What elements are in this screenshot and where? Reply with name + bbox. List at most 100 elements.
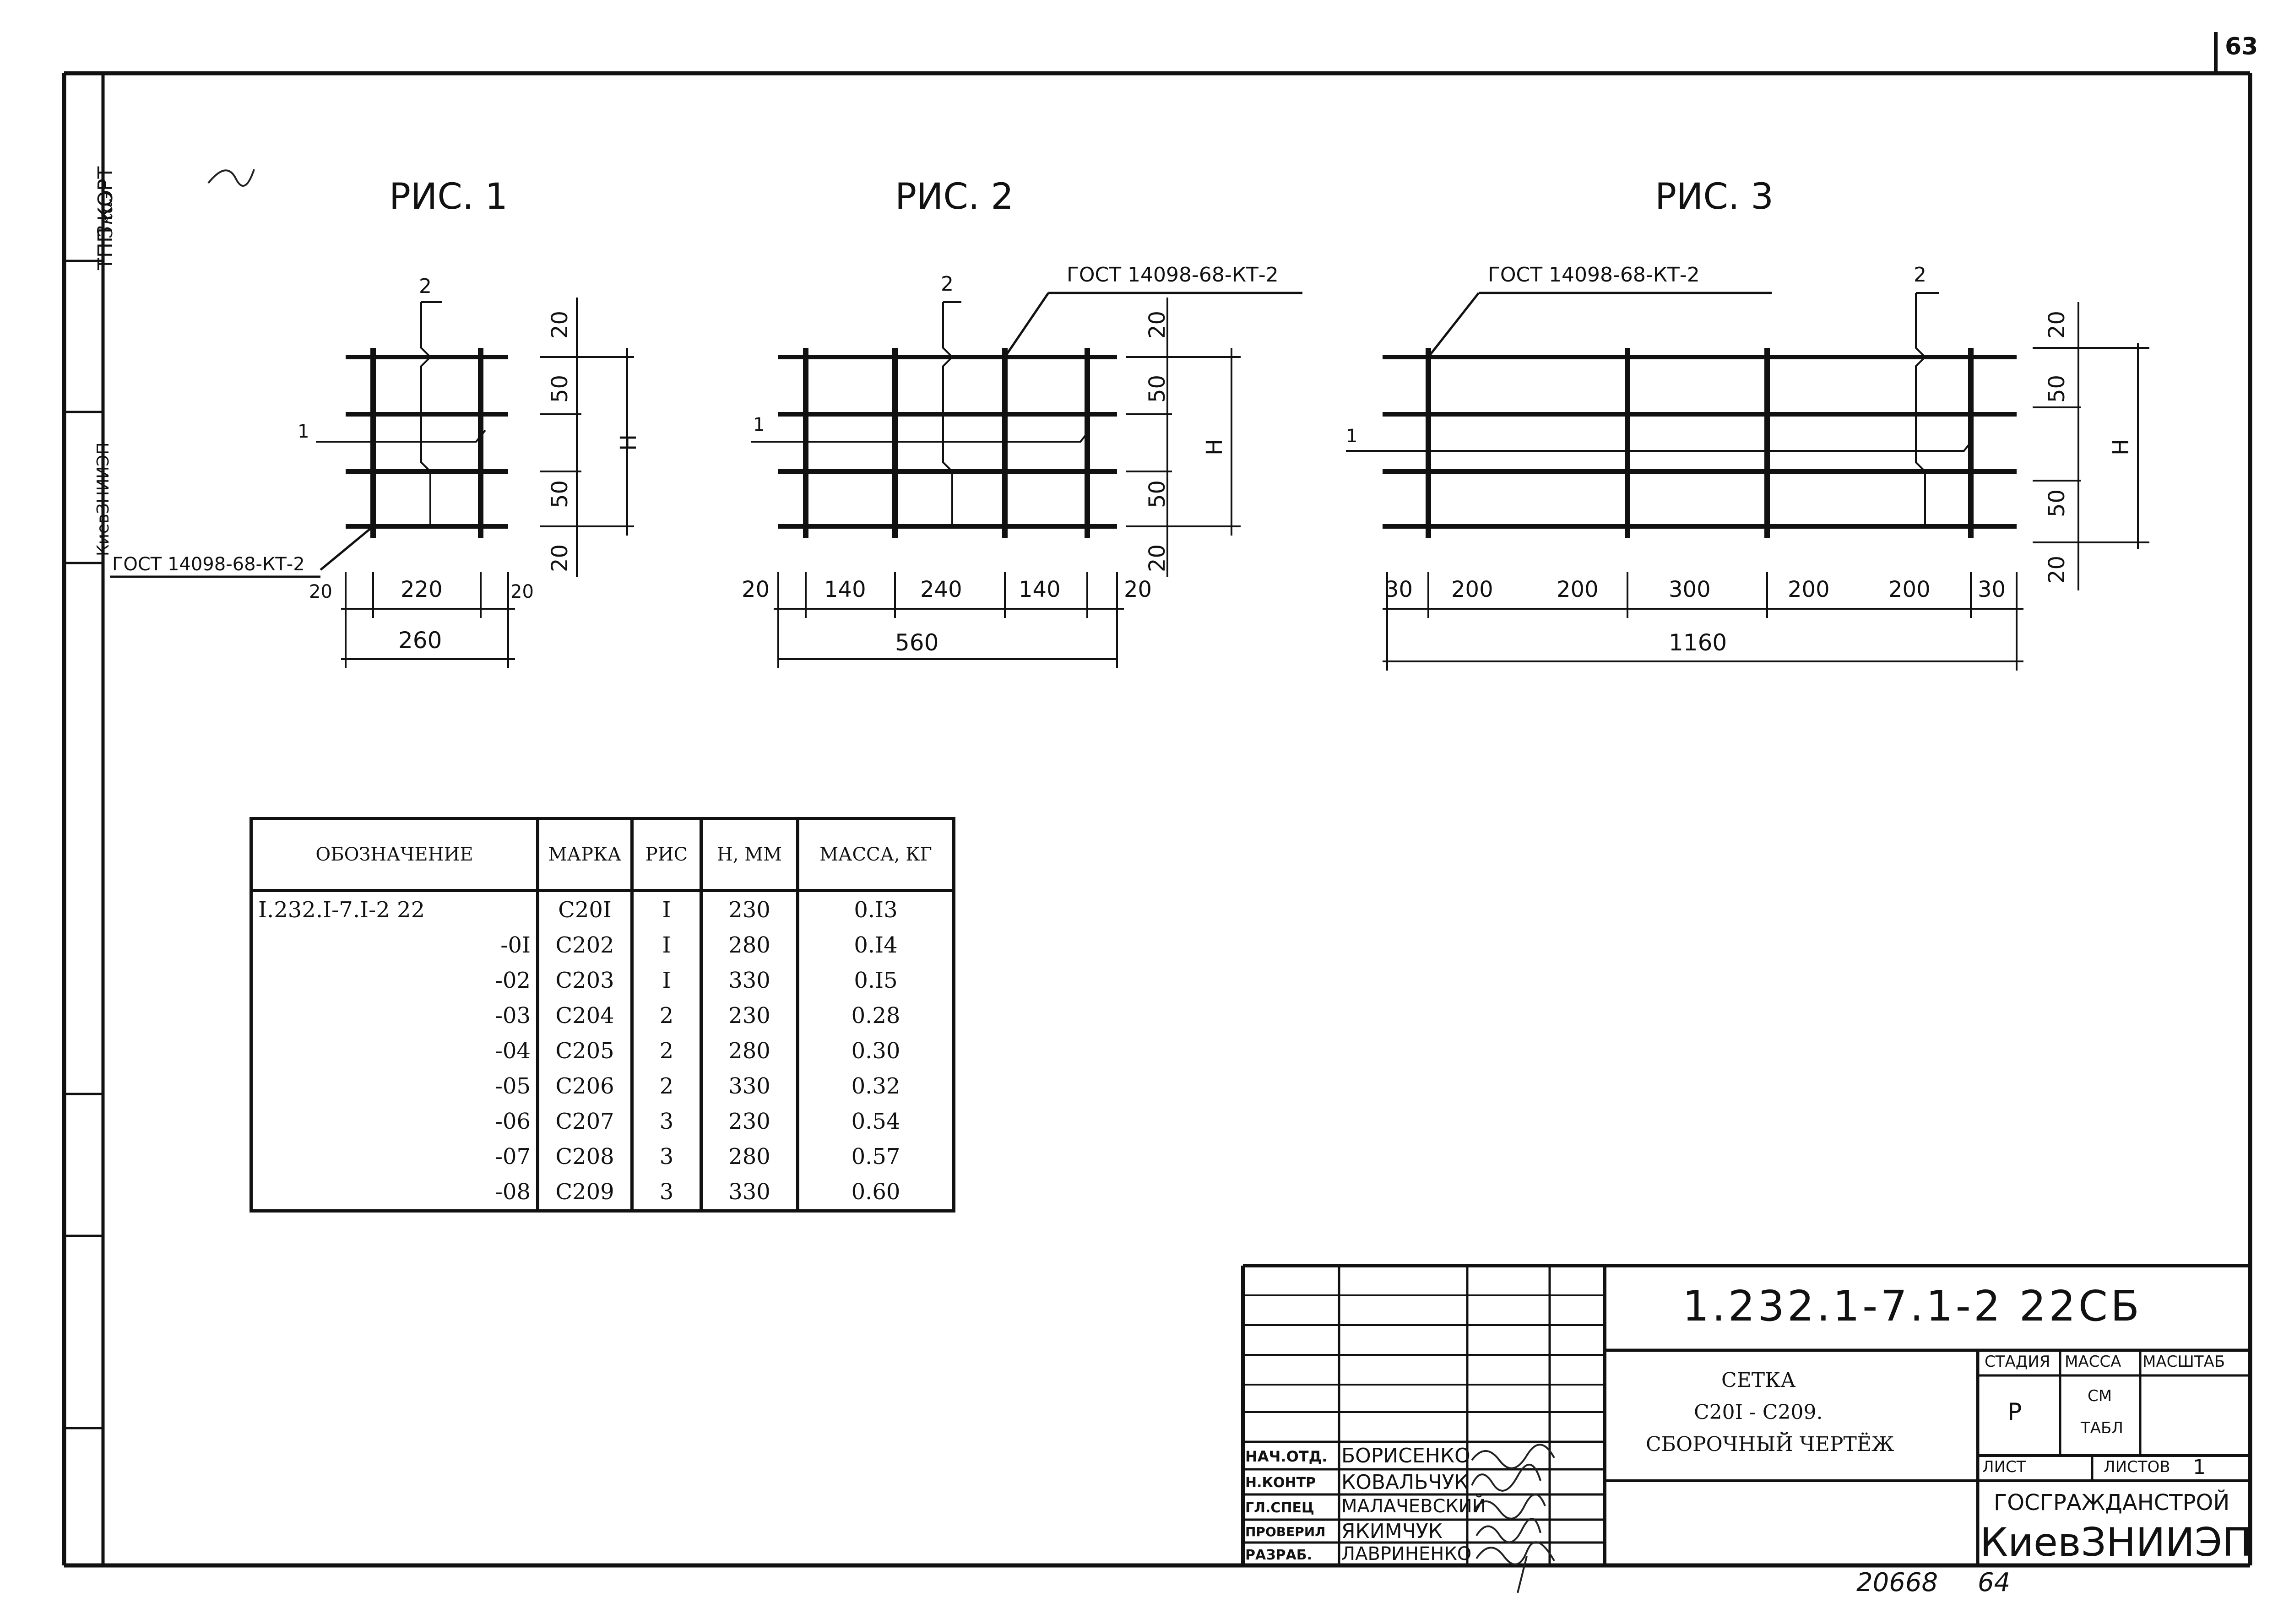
spec-cell-fig: I	[630, 890, 703, 927]
spec-header-mass: МАССА, КГ	[796, 817, 955, 892]
org-bottom: КиевЗНИИЭП	[1980, 1520, 2252, 1565]
signature-scribbles	[207, 169, 1555, 1593]
spec-cell-designation: -05	[250, 1068, 539, 1104]
sig-role-4: РАЗРАБ.	[1245, 1547, 1312, 1563]
page-number: 63	[2225, 33, 2258, 60]
fig3-label-1: 1	[1346, 426, 1358, 447]
fig1-dim-bottom-2: 20	[510, 581, 534, 602]
spec-cell-mass: 0.32	[796, 1068, 955, 1104]
fig3-dim-bottom-2: 200	[1557, 577, 1599, 602]
sig-role-0: НАЧ.ОТД.	[1245, 1448, 1328, 1465]
fig3-dim-right-1: 50	[2044, 374, 2070, 403]
drawing-name-line-2: С20I - С209.	[1694, 1401, 1823, 1424]
archive-number: 20668	[1856, 1568, 1938, 1597]
side-stamp-org: КиевЗНИИЭП	[94, 442, 113, 556]
spec-cell-mark: С205	[536, 1033, 634, 1068]
fig3-dim-bottom-1: 200	[1451, 577, 1493, 602]
spec-cell-h: 230	[700, 998, 799, 1033]
spec-cell-designation: -03	[250, 998, 539, 1033]
table-row: -04 С205 2 280 0.30	[250, 1033, 955, 1068]
fig2-dim-bottom-4: 20	[1124, 577, 1152, 602]
fig2-dim-right-1: 50	[1144, 374, 1170, 403]
spec-cell-designation: -06	[250, 1104, 539, 1139]
spec-cell-mass: 0.57	[796, 1139, 955, 1174]
spec-cell-mark: С208	[536, 1139, 634, 1174]
fig2-title: РИС. 2	[895, 176, 1014, 217]
fig1-dim-right-1: 50	[547, 374, 573, 403]
fig3-dim-right-0: 20	[2044, 310, 2070, 339]
fig2-dim-bottom-2: 240	[920, 577, 962, 602]
mass-header: МАССА	[2065, 1353, 2121, 1371]
document-code: 1.232.1-7.1-2 22СБ	[1682, 1282, 2143, 1331]
fig1-label-1: 1	[298, 421, 309, 442]
fig3-title: РИС. 3	[1655, 176, 1774, 217]
fig3-dim-bottom-3: 300	[1669, 577, 1711, 602]
spec-cell-mark: С207	[536, 1104, 634, 1139]
spec-cell-mark: С20I	[536, 890, 634, 927]
spec-cell-mark: С204	[536, 998, 634, 1033]
sig-name-3: ЯКИМЧУК	[1341, 1520, 1443, 1543]
fig2-dim-bottom-1: 140	[824, 577, 866, 602]
mass-value-1: СМ	[2088, 1387, 2112, 1405]
fig3-label-2: 2	[1914, 263, 1926, 287]
spec-cell-h: 280	[700, 1139, 799, 1174]
spec-cell-fig: 3	[630, 1174, 703, 1213]
scale-header: МАСШТАБ	[2143, 1353, 2225, 1371]
stage-value: Р	[2007, 1398, 2022, 1426]
sheets-label: ЛИСТОВ	[2104, 1458, 2170, 1476]
sig-name-1: КОВАЛЬЧУК	[1341, 1471, 1469, 1494]
spec-cell-designation: -02	[250, 963, 539, 998]
fig2-label-1: 1	[753, 414, 765, 435]
fig3-dim-right-2: 50	[2044, 489, 2070, 517]
spec-cell-mass: 0.30	[796, 1033, 955, 1068]
fig2-gost: ГОСТ 14098-68-КТ-2	[1067, 263, 1279, 287]
fig2-dim-bottom-3: 140	[1019, 577, 1061, 602]
spec-cell-designation: -0I	[250, 927, 539, 963]
spec-cell-mass: 0.I5	[796, 963, 955, 998]
fig1-total: 260	[398, 627, 442, 654]
table-row: -06 С207 3 230 0.54	[250, 1104, 955, 1139]
org-top: ГОСГРАЖДАНСТРОЙ	[1994, 1490, 2230, 1516]
spec-cell-mark: С202	[536, 927, 634, 963]
table-row: -02 С203 I 330 0.I5	[250, 963, 955, 998]
table-row: -05 С206 2 330 0.32	[250, 1068, 955, 1104]
table-row: I.232.I-7.I-2 22 С20I I 230 0.I3	[250, 890, 955, 927]
spec-cell-h: 330	[700, 1174, 799, 1213]
spec-cell-fig: 2	[630, 1068, 703, 1104]
stage-header: СТАДИЯ	[1985, 1353, 2050, 1371]
spec-header-row: ОБОЗНАЧЕНИЕ МАРКА РИС Н, ММ МАССА, КГ	[250, 817, 955, 892]
fig2-total: 560	[895, 629, 939, 656]
fig1-title: РИС. 1	[389, 176, 508, 217]
fig1-dim-bottom-0: 20	[309, 581, 332, 602]
spec-cell-mark: С203	[536, 963, 634, 998]
table-row: -08 С209 3 330 0.60	[250, 1174, 955, 1213]
spec-cell-fig: 3	[630, 1139, 703, 1174]
spec-cell-fig: I	[630, 927, 703, 963]
sig-name-2: МАЛАЧЕВСКИЙ	[1341, 1496, 1486, 1517]
spec-cell-fig: I	[630, 963, 703, 998]
spec-header-designation: ОБОЗНАЧЕНИЕ	[250, 817, 539, 892]
spec-cell-mass: 0.I3	[796, 890, 955, 927]
fig2-label-2: 2	[941, 272, 954, 296]
spec-cell-h: 280	[700, 1033, 799, 1068]
fig3-dim-bottom-6: 30	[1978, 577, 2006, 602]
spec-cell-fig: 2	[630, 998, 703, 1033]
fig2-h: Н	[1202, 438, 1227, 455]
side-stamp-handwritten: Зкаэ	[94, 190, 117, 238]
spec-cell-designation: -04	[250, 1033, 539, 1068]
fig1-gost: ГОСТ 14098-68-КТ-2	[112, 554, 305, 575]
fig2-dim-right-2: 50	[1144, 480, 1170, 508]
sig-role-1: Н.КОНТР	[1245, 1475, 1316, 1491]
fig2-dim-right-0: 20	[1144, 310, 1170, 339]
fig1-dim-right-0: 20	[547, 310, 573, 339]
spec-header-h: Н, ММ	[700, 817, 799, 892]
fig3-dim-bottom-0: 30	[1385, 577, 1413, 602]
sig-role-3: ПРОВЕРИЛ	[1245, 1524, 1326, 1539]
spec-cell-mark: С209	[536, 1174, 634, 1213]
fig3-total: 1160	[1669, 629, 1727, 656]
specification-table: ОБОЗНАЧЕНИЕ МАРКА РИС Н, ММ МАССА, КГ I.…	[250, 817, 955, 1213]
sheet-total-handwritten: 64	[1978, 1568, 2011, 1597]
sheets-value: 1	[2193, 1456, 2206, 1479]
fig1-dim-bottom-1: 220	[401, 577, 443, 602]
